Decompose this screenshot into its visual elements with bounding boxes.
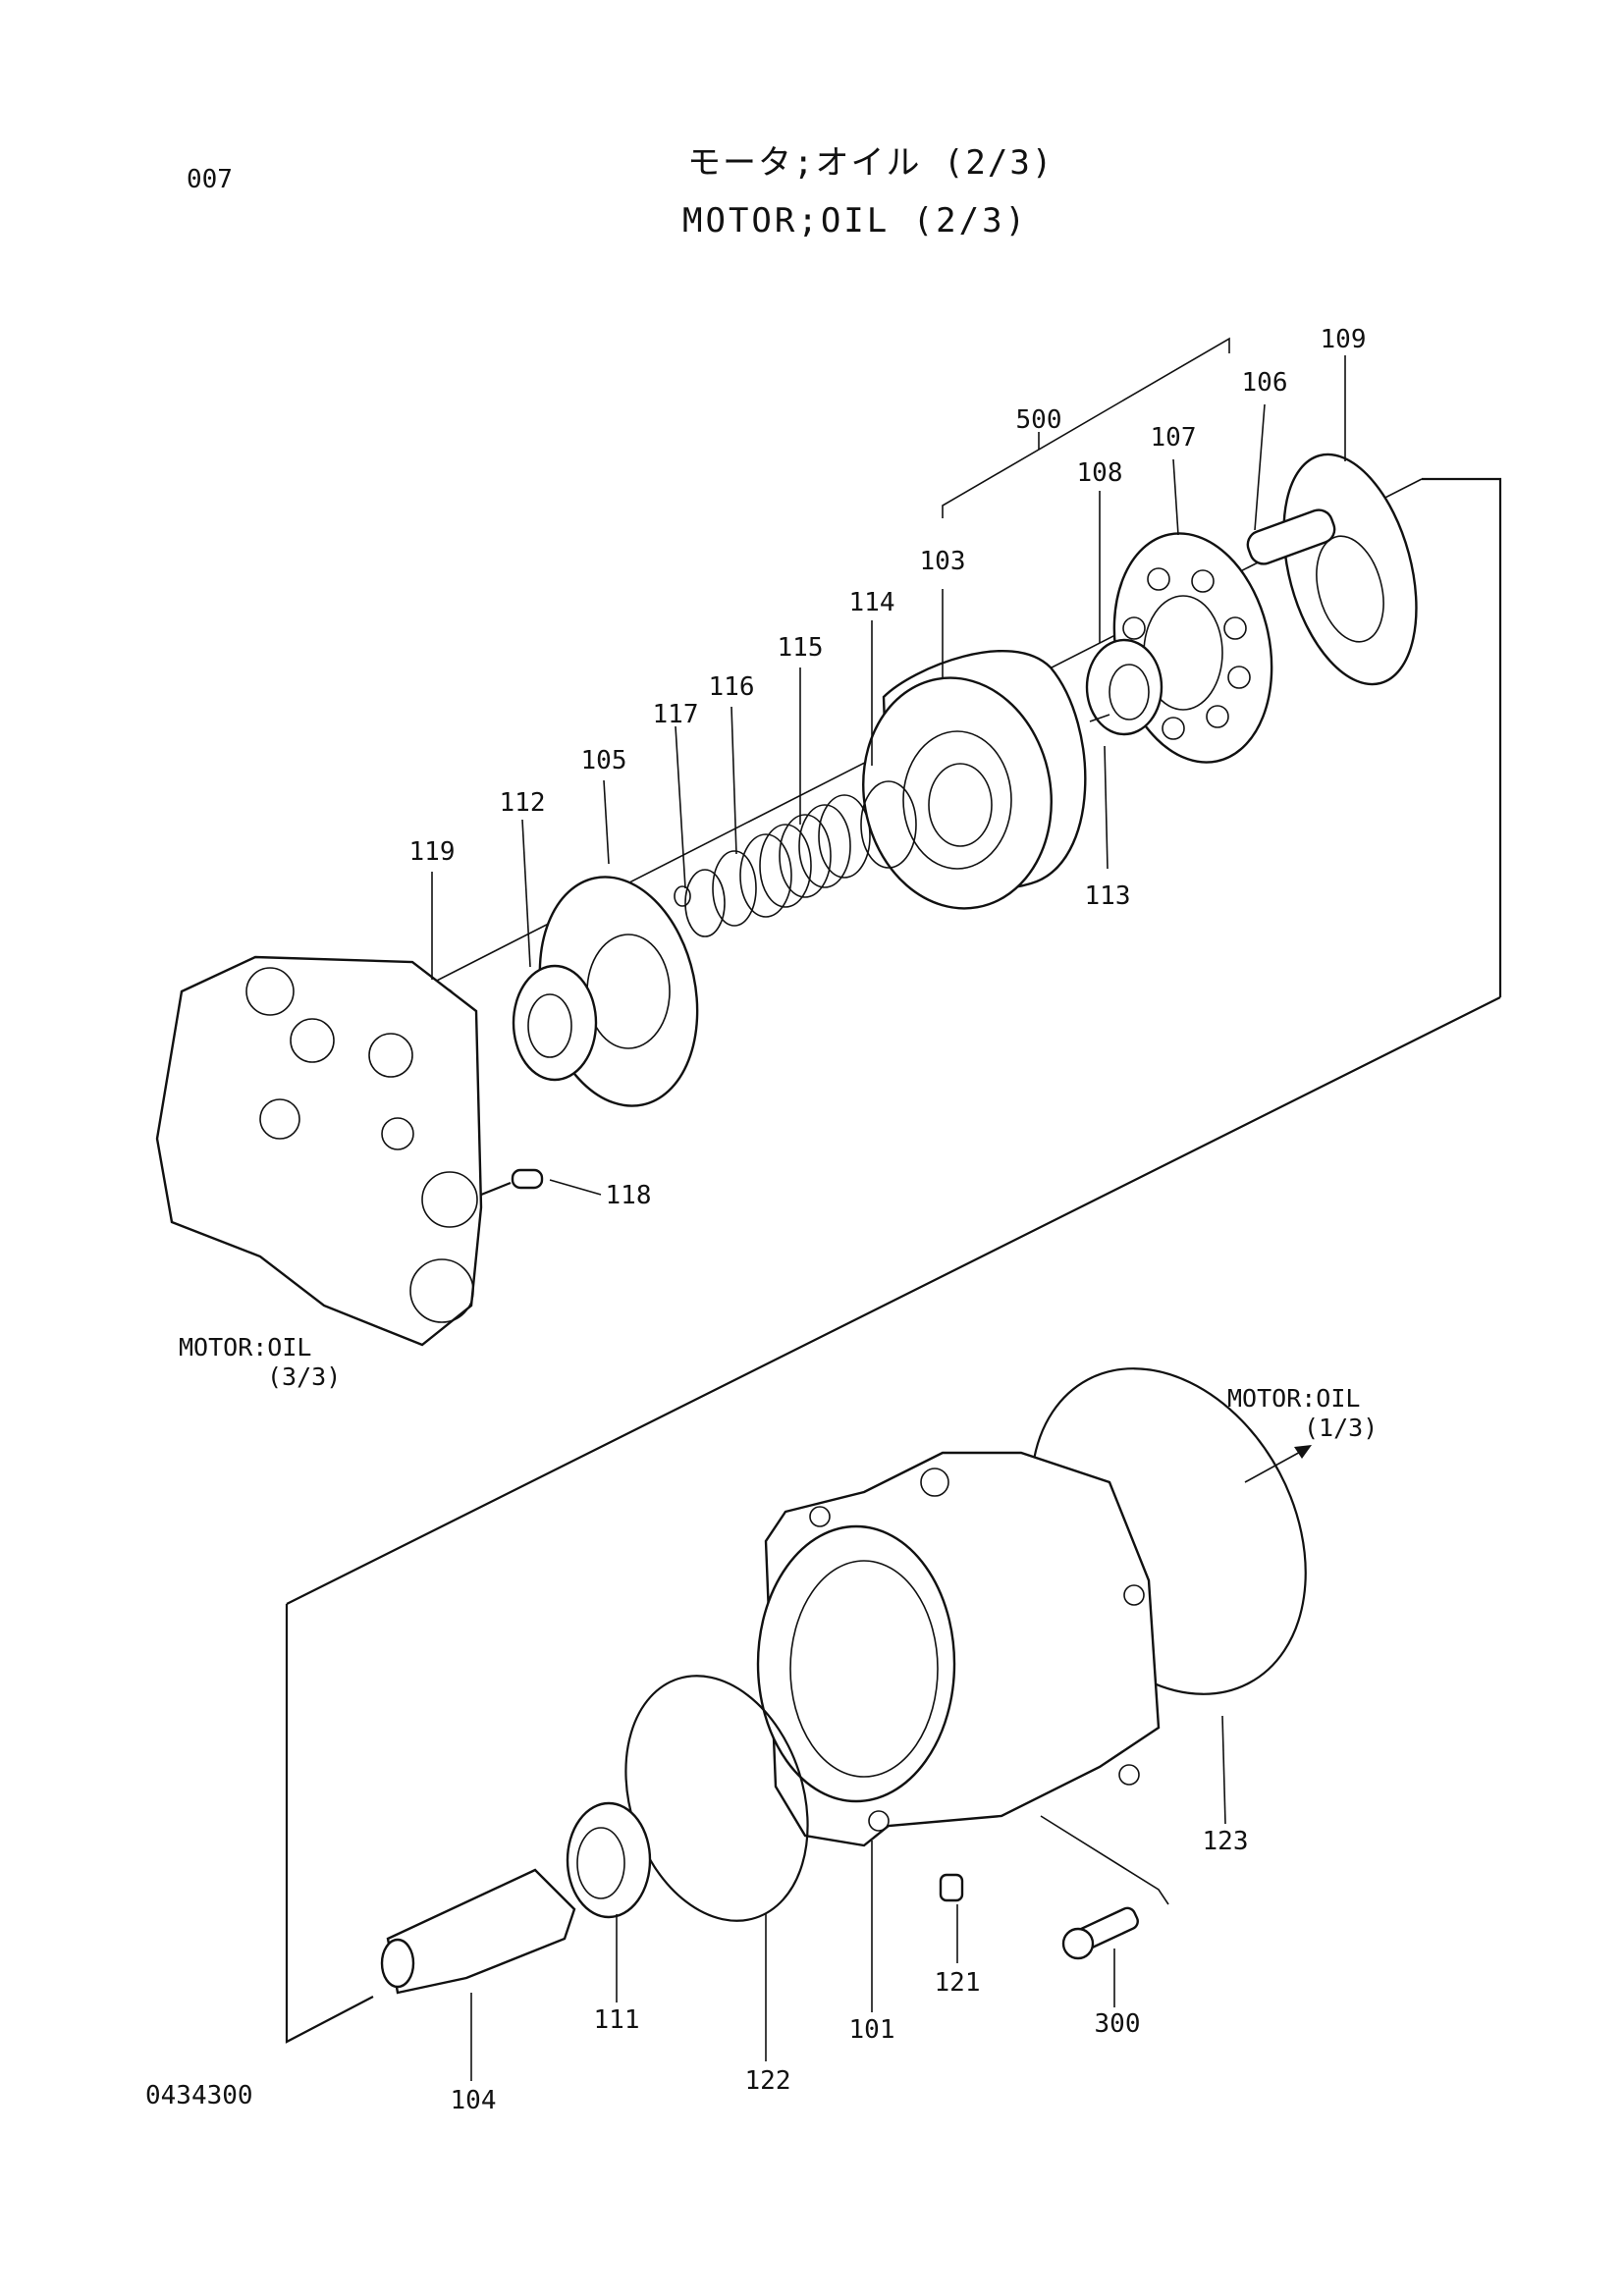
part-label-119: 119 [408, 837, 456, 867]
part-label-108: 108 [1076, 458, 1123, 488]
drawing-number: 0434300 [145, 2081, 253, 2110]
frame-diagonal-top [286, 996, 1501, 1605]
part-label-101: 101 [848, 2015, 895, 2045]
reference-right-page: (1/3) [1304, 1414, 1379, 1442]
reference-left: MOTOR:OIL (3/3) [179, 1333, 341, 1392]
frame-outline [1422, 477, 1502, 997]
bracket-500 [942, 337, 1230, 518]
reference-left-name: MOTOR:OIL [179, 1333, 312, 1362]
part-label-121: 121 [934, 1968, 981, 1998]
part-label-105: 105 [580, 746, 627, 775]
title-english: MOTOR;OIL (2/3) [682, 201, 1029, 240]
part-label-109: 109 [1320, 325, 1367, 354]
part-101-casing [756, 1451, 1161, 1847]
bracket-121-300 [1040, 1815, 1169, 1905]
reference-right-name: MOTOR:OIL [1227, 1384, 1361, 1413]
part-label-116: 116 [708, 672, 755, 702]
part-104-shaft [380, 1868, 576, 1995]
part-111-bearing [566, 1801, 652, 1919]
part-label-122: 122 [744, 2066, 791, 2096]
part-label-113: 113 [1084, 881, 1131, 911]
part-label-111: 111 [593, 2005, 640, 2035]
part-108-spherical-bushing [1085, 638, 1163, 736]
part-label-300: 300 [1094, 2009, 1141, 2039]
part-300-bolt [1061, 1906, 1139, 1960]
page-number: 007 [187, 165, 233, 194]
part-103-cylinder-block [862, 650, 1087, 910]
reference-left-page: (3/3) [267, 1362, 342, 1391]
part-112-bearing [512, 964, 598, 1082]
part-label-104: 104 [450, 2086, 497, 2115]
part-label-107: 107 [1150, 423, 1197, 453]
part-label-112: 112 [499, 788, 546, 818]
parts-114-117-springs-rings [674, 780, 917, 937]
title-japanese: モータ;オイル (2/3) [687, 143, 1055, 183]
frame-left-edge [285, 1604, 374, 2044]
part-106-pin [1246, 508, 1336, 565]
part-label-117: 117 [652, 700, 699, 729]
part-109-plate [1282, 453, 1418, 686]
part-label-115: 115 [777, 633, 824, 663]
valve-casing [155, 955, 483, 1347]
centerline-118 [460, 1181, 512, 1204]
reference-right: MOTOR:OIL (1/3) [1227, 1384, 1378, 1443]
part-label-103: 103 [919, 547, 966, 576]
part-label-118: 118 [605, 1181, 652, 1210]
part-118-pin [511, 1168, 544, 1190]
part-121-plug [939, 1873, 964, 1902]
part-label-106: 106 [1241, 368, 1288, 398]
part-label-114: 114 [848, 588, 895, 617]
part-label-123: 123 [1202, 1827, 1249, 1856]
part-label-500: 500 [1015, 405, 1062, 435]
leader-lines [431, 355, 1346, 2081]
